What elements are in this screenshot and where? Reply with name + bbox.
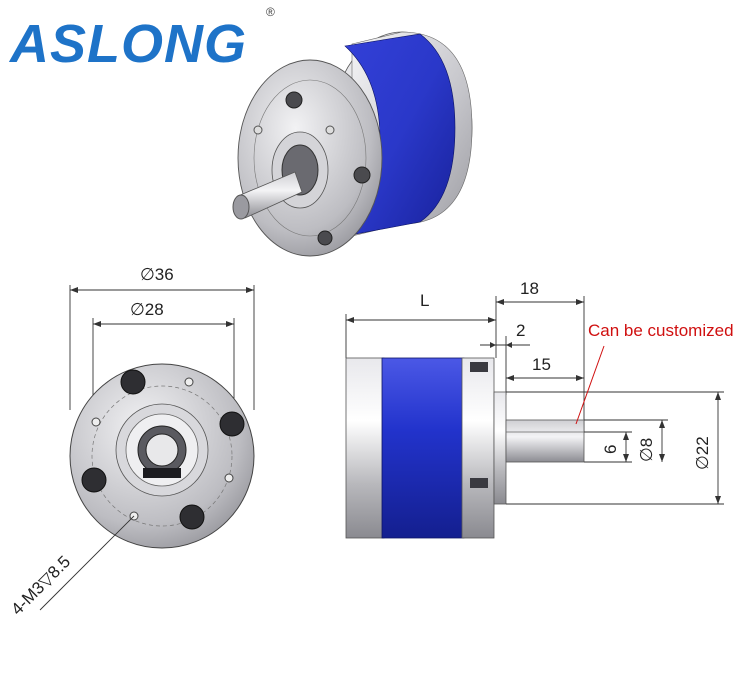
pilot-diameter-label: ∅22: [693, 436, 712, 470]
custom-note: Can be customized: [588, 321, 734, 340]
flange-screw: [219, 411, 245, 437]
flange-screw: [81, 467, 107, 493]
shaft-end: [232, 194, 250, 220]
front-view: ∅36 ∅28 4-M3▽8.5: [7, 265, 255, 619]
rear-housing: [345, 357, 385, 539]
shaft-diameter-label: ∅8: [637, 438, 656, 462]
mount-hole: [253, 125, 263, 135]
flange-ring: [253, 79, 367, 237]
mount-hole: [91, 417, 101, 427]
retaining-clip: [143, 468, 181, 478]
flange-screw: [120, 369, 146, 395]
flat-width-label: 6: [601, 445, 620, 454]
mount-hole: [325, 125, 335, 135]
shaft-end: [145, 433, 179, 467]
flange-screw: [353, 166, 371, 184]
shoulder-length-label: 2: [516, 321, 525, 340]
brand-name: ASLONG: [8, 14, 247, 74]
shaft-total-length-label: 18: [520, 279, 539, 298]
bolt-circle: [91, 385, 233, 527]
mount-hole: [184, 377, 194, 387]
output-shaft: [505, 419, 585, 463]
flange-screw: [179, 504, 205, 530]
flange-screw: [317, 230, 333, 246]
side-screw: [470, 362, 488, 372]
side-view: L 18 2 15 6 ∅8: [345, 279, 734, 539]
mount-hole: [224, 473, 234, 483]
inner-diameter-label: ∅28: [130, 300, 164, 319]
front-housing: [461, 357, 495, 539]
flange-screw: [285, 91, 303, 109]
housing-band: [344, 33, 456, 237]
gearbox-3d-view: [232, 31, 473, 257]
outer-diameter-label: ∅36: [140, 265, 174, 284]
side-screw: [470, 478, 488, 488]
custom-note-leader: [575, 345, 605, 425]
housing-band: [381, 357, 465, 539]
pilot-boss: [493, 391, 507, 505]
registered-mark: ®: [266, 5, 275, 19]
length-label: L: [420, 291, 429, 310]
shaft-length-label: 15: [532, 355, 551, 374]
brand-logo: ASLONG ®: [8, 5, 275, 74]
